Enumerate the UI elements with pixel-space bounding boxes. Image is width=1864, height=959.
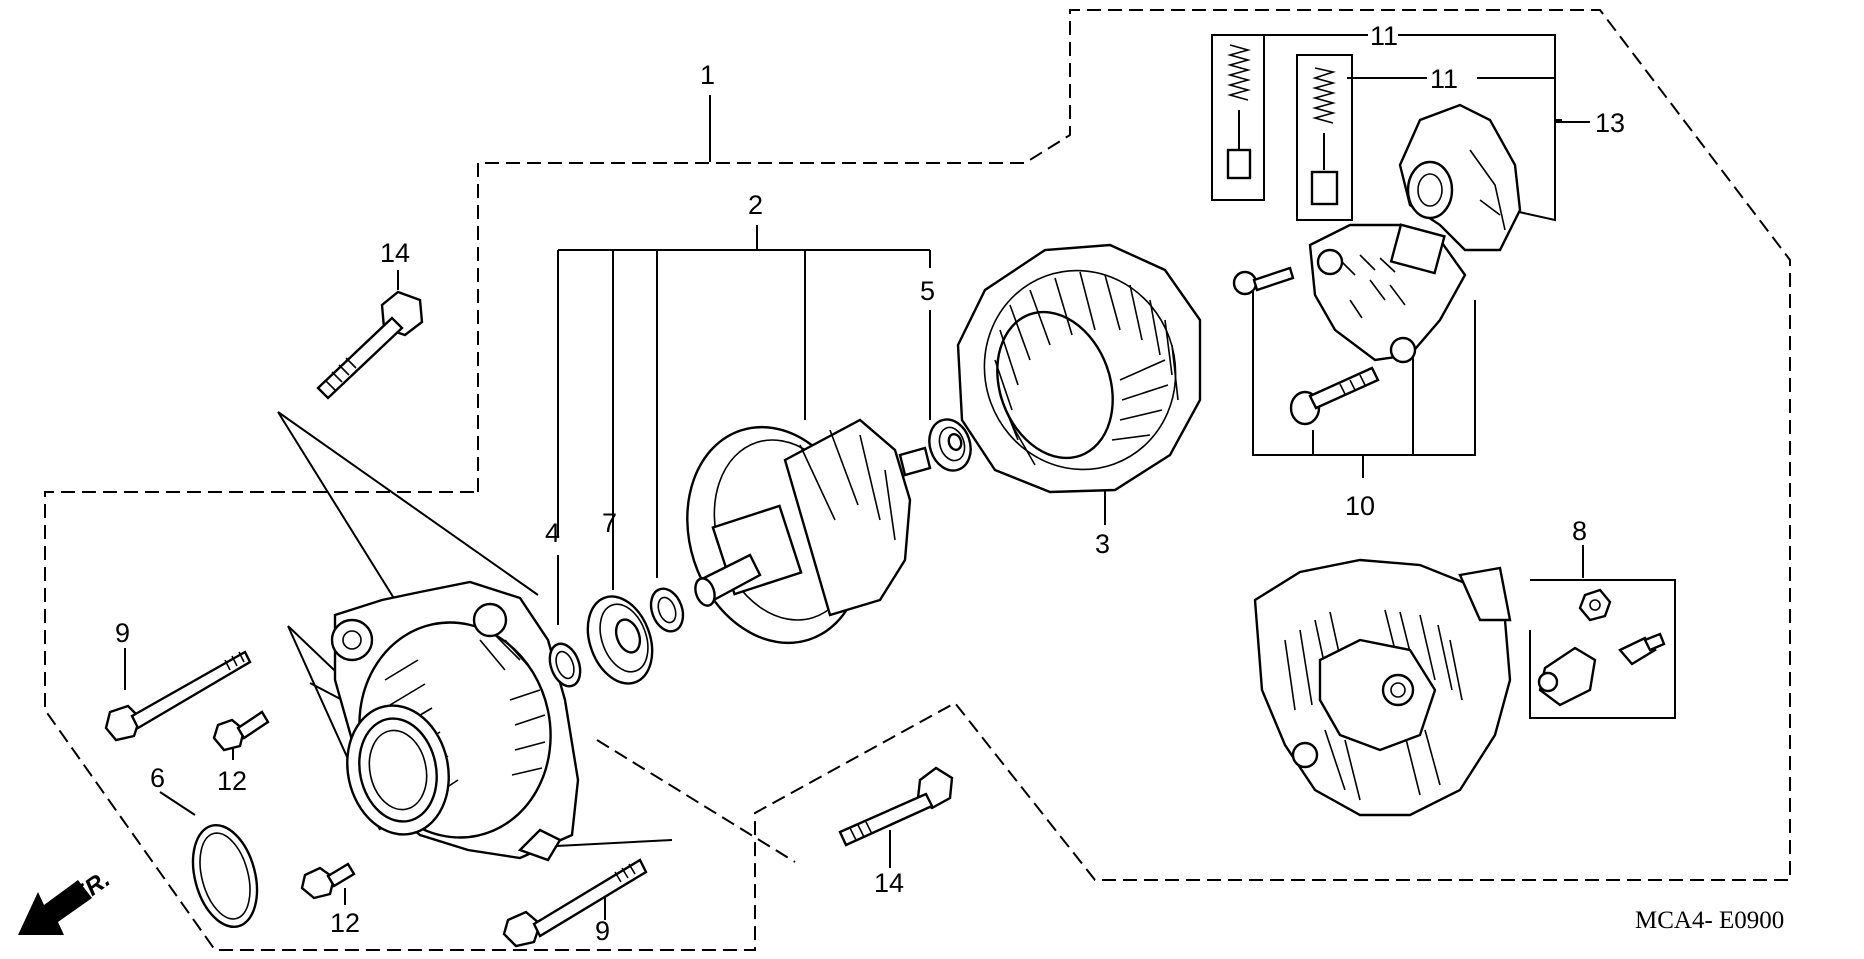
- callout-1: 1: [700, 60, 715, 90]
- callout-6: 6: [150, 763, 165, 793]
- screw-10-upper: [1232, 266, 1295, 296]
- callout-12-lower: 12: [330, 908, 360, 938]
- callout-2: 2: [748, 190, 763, 220]
- callouts: 1 2 3 4 5 6 7 8 9 9 10 11 11 12 12 13 14…: [115, 21, 1625, 946]
- washer-bearing: [649, 587, 685, 633]
- assembly-outlines: [44, 9, 1791, 951]
- callout-10: 10: [1345, 491, 1375, 521]
- callout-7: 7: [602, 508, 617, 538]
- stator-3: [956, 243, 1202, 494]
- brush-holder-13: [1398, 103, 1522, 252]
- arrow-down-left-icon: [18, 880, 92, 935]
- bolt-14-lower: [838, 766, 954, 847]
- bolt-12-upper: [212, 710, 270, 752]
- diagram-code: MCA4- E0900: [1635, 907, 1784, 934]
- callout-13: 13: [1595, 108, 1625, 138]
- bearing-7: [586, 595, 654, 685]
- o-ring-6: [191, 823, 259, 929]
- callout-11-upper: 11: [1370, 21, 1398, 51]
- callout-5: 5: [920, 276, 935, 306]
- bearing-5: [928, 418, 972, 472]
- washer-4: [548, 642, 582, 688]
- callout-3: 3: [1095, 529, 1110, 559]
- front-arrow: FR.: [18, 866, 115, 935]
- rectifier-10: [1308, 223, 1467, 364]
- screw-10-lower: [1289, 366, 1380, 426]
- rotor-2: [686, 418, 932, 645]
- callout-4: 4: [545, 518, 560, 548]
- rear-housing: [1253, 558, 1512, 817]
- callout-9-lower: 9: [595, 916, 610, 946]
- front-housing: [330, 580, 580, 862]
- bolt-9-lower: [502, 858, 648, 948]
- bolt-14-upper: [316, 290, 424, 400]
- bolt-12-lower: [300, 862, 356, 900]
- brush-set-11a: [1211, 34, 1265, 201]
- callout-14-upper: 14: [380, 238, 410, 268]
- callout-9-left: 9: [115, 618, 130, 648]
- callout-12-upper: 12: [217, 766, 247, 796]
- callout-11-lower: 11: [1430, 64, 1458, 94]
- callout-14-lower: 14: [874, 868, 904, 898]
- terminal-set-8: [1537, 588, 1666, 707]
- brush-set-11b: [1296, 54, 1353, 221]
- bolt-9-left: [104, 650, 252, 742]
- callout-8: 8: [1572, 516, 1587, 546]
